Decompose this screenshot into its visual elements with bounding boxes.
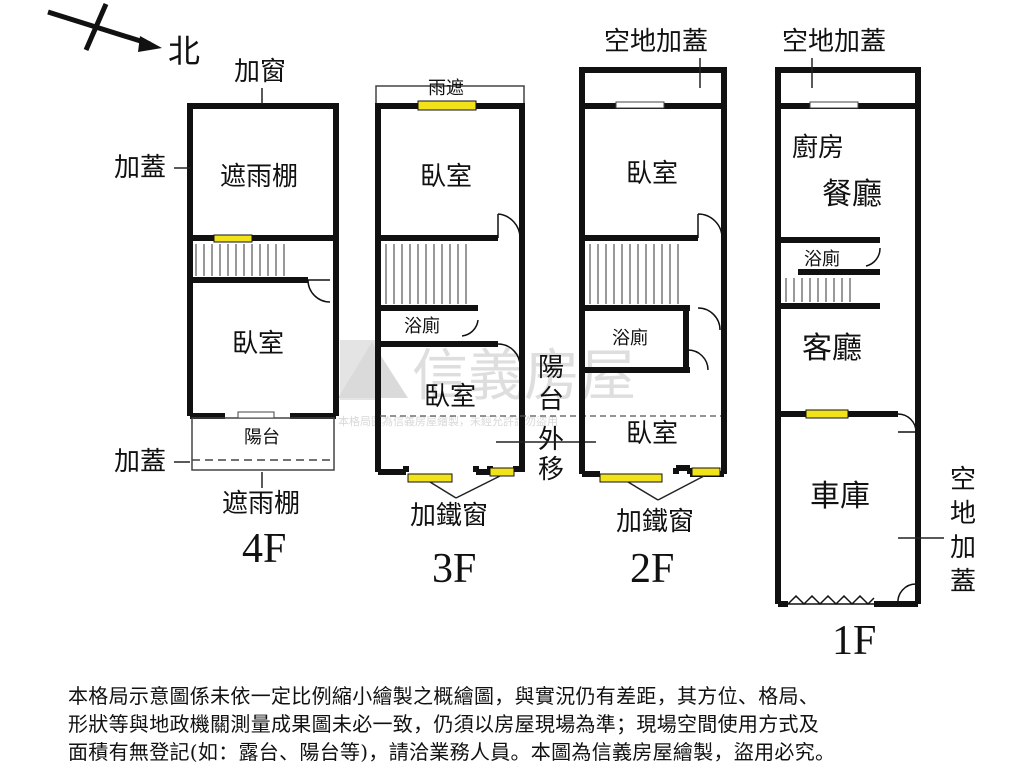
note-1f-open-space-side-4: 蓋 (950, 567, 976, 597)
room-3f-bedroom-back: 臥室 (424, 382, 476, 412)
iron-window-3f-left (407, 473, 453, 483)
floor-label-4f: 4F (242, 526, 286, 572)
room-1f-dining: 餐廳 (822, 177, 882, 212)
stairs-1f (785, 278, 851, 302)
disclaimer-line-2: 形狀等與地政機關測量成果圖未必一致，仍須以房屋現場為準；現場空間使用方式及 (68, 712, 820, 736)
iron-window-2f-right (691, 467, 721, 477)
window-1f-living (805, 409, 849, 419)
disclaimer-text: 本格局示意圖係未依一定比例縮小繪製之概繪圖，與實況仍有差距，其方位、格局、 形狀… (68, 682, 988, 766)
floor-label-1f: 1F (832, 618, 876, 664)
compass-arrow-line (47, 9, 151, 47)
door-3f-bath (461, 319, 479, 337)
window-4f-stair (213, 234, 253, 243)
north-compass: 北 (47, 3, 200, 70)
door-3f-bedroom (497, 213, 521, 239)
disclaimer-line-1: 本格局示意圖係未依一定比例縮小繪製之概繪圖，與實況仍有差距，其方位、格局、 (68, 684, 820, 708)
room-2f-bedroom-back: 臥室 (626, 419, 678, 449)
room-3f-bedroom-front: 臥室 (420, 162, 472, 192)
room-1f-kitchen: 廚房 (792, 133, 844, 163)
garage-rolling-door-icon (787, 594, 875, 606)
room-2f-bath: 浴廁 (612, 327, 648, 349)
note-3f-iron-window: 加鐵窗 (410, 501, 488, 531)
note-3f-balcony-moved-3: 外 (538, 425, 564, 455)
room-4f-bedroom: 臥室 (232, 329, 284, 359)
floor-label-3f: 3F (432, 546, 476, 592)
room-3f-bath: 浴廁 (404, 315, 440, 337)
room-1f-living: 客廳 (802, 331, 862, 366)
iron-window-2f-left (599, 473, 663, 483)
window-3f-top (417, 100, 477, 111)
compass-arrowhead-icon (138, 36, 162, 52)
door-1f-bath (865, 247, 881, 267)
compass-cross-line (83, 3, 109, 51)
door-4f (307, 279, 331, 303)
floor-2f: 臥室 浴廁 臥室 空地加蓋 加鐵窗 2F (579, 27, 727, 592)
note-3f-balcony-moved-1: 陽 (538, 353, 564, 383)
room-4f-balcony: 陽台 (244, 427, 280, 448)
door-3f-back (497, 343, 521, 367)
note-4f-add-cover-top: 加蓋 (114, 153, 166, 183)
note-2f-open-space: 空地加蓋 (604, 27, 708, 57)
room-1f-garage: 車庫 (810, 479, 870, 514)
note-4f-add-window: 加窗 (234, 57, 286, 87)
floor-4f: 遮雨棚 臥室 陽台 加窗 加蓋 加蓋 遮雨棚 4F (114, 57, 339, 572)
note-1f-open-space-side-2: 地 (950, 499, 976, 529)
watermark-caption: 本格局圖為信義房屋繪製，未經允許請勿盜用 (338, 414, 558, 428)
note-3f-balcony-moved-2: 台 (538, 385, 564, 415)
door-2f-bedroom (697, 213, 723, 239)
door-2f-bath (687, 349, 709, 371)
note-1f-open-space-side-1: 空 (950, 465, 976, 495)
room-1f-bath: 浴廁 (804, 248, 840, 270)
door-2f-hall (697, 307, 721, 331)
floor-3f: 臥室 雨遮 浴廁 臥室 加鐵窗 3F 陽 台 外 移 (375, 78, 724, 592)
floor-1f: 廚房 餐廳 浴廁 客廳 車庫 空地加蓋 空 地 加 蓋 1F (775, 27, 976, 664)
note-1f-open-space-side-3: 加 (950, 533, 976, 563)
stairs-4f (195, 244, 285, 276)
stairs-2f (589, 244, 679, 304)
stairs-3f (385, 244, 467, 304)
note-2f-iron-window: 加鐵窗 (616, 507, 694, 537)
room-4f-canopy: 遮雨棚 (220, 162, 298, 192)
note-1f-open-space-top: 空地加蓋 (782, 27, 886, 57)
disclaimer-line-3: 面積有無登記(如：露台、陽台等)，請洽業務人員。本圖為信義房屋繪製，盜用必究。 (68, 740, 836, 764)
north-label: 北 (168, 32, 200, 70)
iron-window-3f-right (489, 467, 515, 477)
room-2f-bedroom-front: 臥室 (626, 159, 678, 189)
note-4f-canopy-bottom: 遮雨棚 (222, 489, 300, 519)
note-3f-balcony-moved-4: 移 (538, 455, 564, 485)
watermark: 信義房屋 本格局圖為信義房屋繪製，未經允許請勿盜用 (338, 340, 636, 428)
door-1f-garage-side (897, 583, 917, 605)
floor-label-2f: 2F (630, 546, 674, 592)
room-3f-rain-shelter: 雨遮 (428, 78, 464, 99)
door-1f-living (897, 413, 917, 433)
note-4f-add-cover-bottom: 加蓋 (114, 447, 166, 477)
